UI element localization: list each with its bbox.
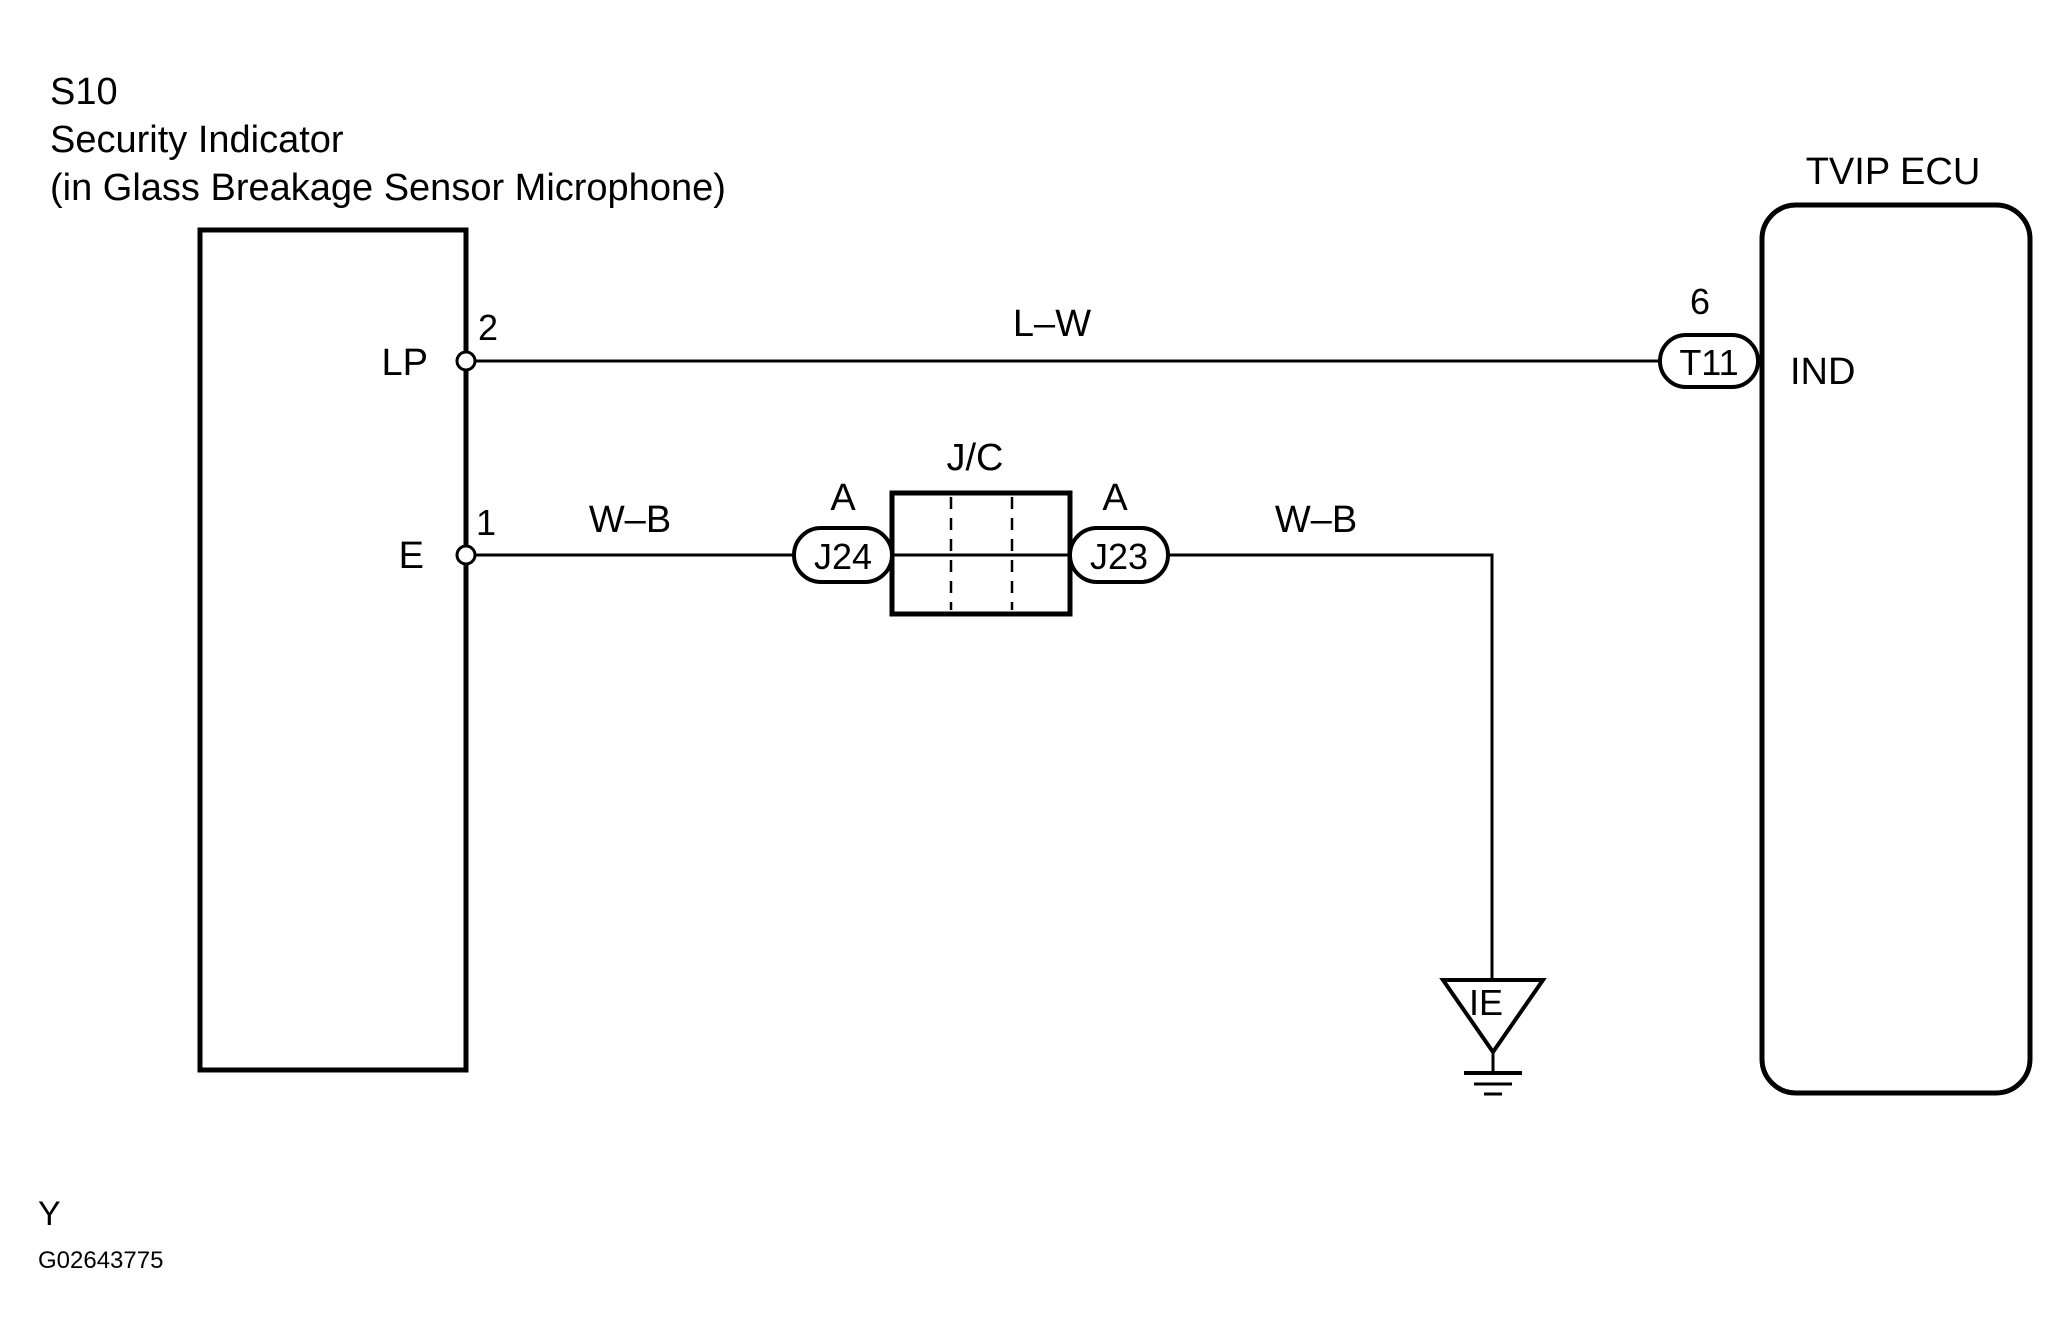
ecu-pin-number: 6 <box>1690 281 1710 322</box>
pin-e-name: E <box>399 535 424 577</box>
component-name: Security Indicator <box>50 119 344 161</box>
ecu-pin-name: IND <box>1790 351 1855 393</box>
ground-label: IE <box>1469 982 1503 1023</box>
security-indicator-box <box>197 227 469 1073</box>
tvip-ecu-box <box>1759 202 2033 1096</box>
connector-j23-id: J23 <box>1090 536 1148 577</box>
pin-e-number: 1 <box>476 502 496 543</box>
wire-wb-right-label: W–B <box>1275 499 1357 541</box>
ground-triangle <box>1439 978 1547 1056</box>
wire-wb-left-label: W–B <box>589 499 671 541</box>
pin-lp-terminal <box>455 350 477 372</box>
junction-label: J/C <box>947 437 1004 479</box>
connector-j24-id: J24 <box>814 536 872 577</box>
wire-lw-label: L–W <box>1013 303 1091 345</box>
connector-t11 <box>1658 333 1760 389</box>
component-location: (in Glass Breakage Sensor Microphone) <box>50 167 726 209</box>
connector-j23-letter: A <box>1102 477 1128 519</box>
connector-t11-id: T11 <box>1679 342 1738 383</box>
wire-wb-right <box>1168 553 1494 985</box>
pin-lp-number: 2 <box>478 307 498 348</box>
pin-e-terminal <box>455 544 477 566</box>
footer-mark: Y <box>38 1195 61 1233</box>
figure-id: G02643775 <box>38 1247 163 1274</box>
connector-j24 <box>792 526 894 584</box>
pin-lp-name: LP <box>382 342 428 384</box>
connector-j24-letter: A <box>830 477 856 519</box>
component-code: S10 <box>50 71 118 113</box>
ecu-name: TVIP ECU <box>1806 151 1981 193</box>
